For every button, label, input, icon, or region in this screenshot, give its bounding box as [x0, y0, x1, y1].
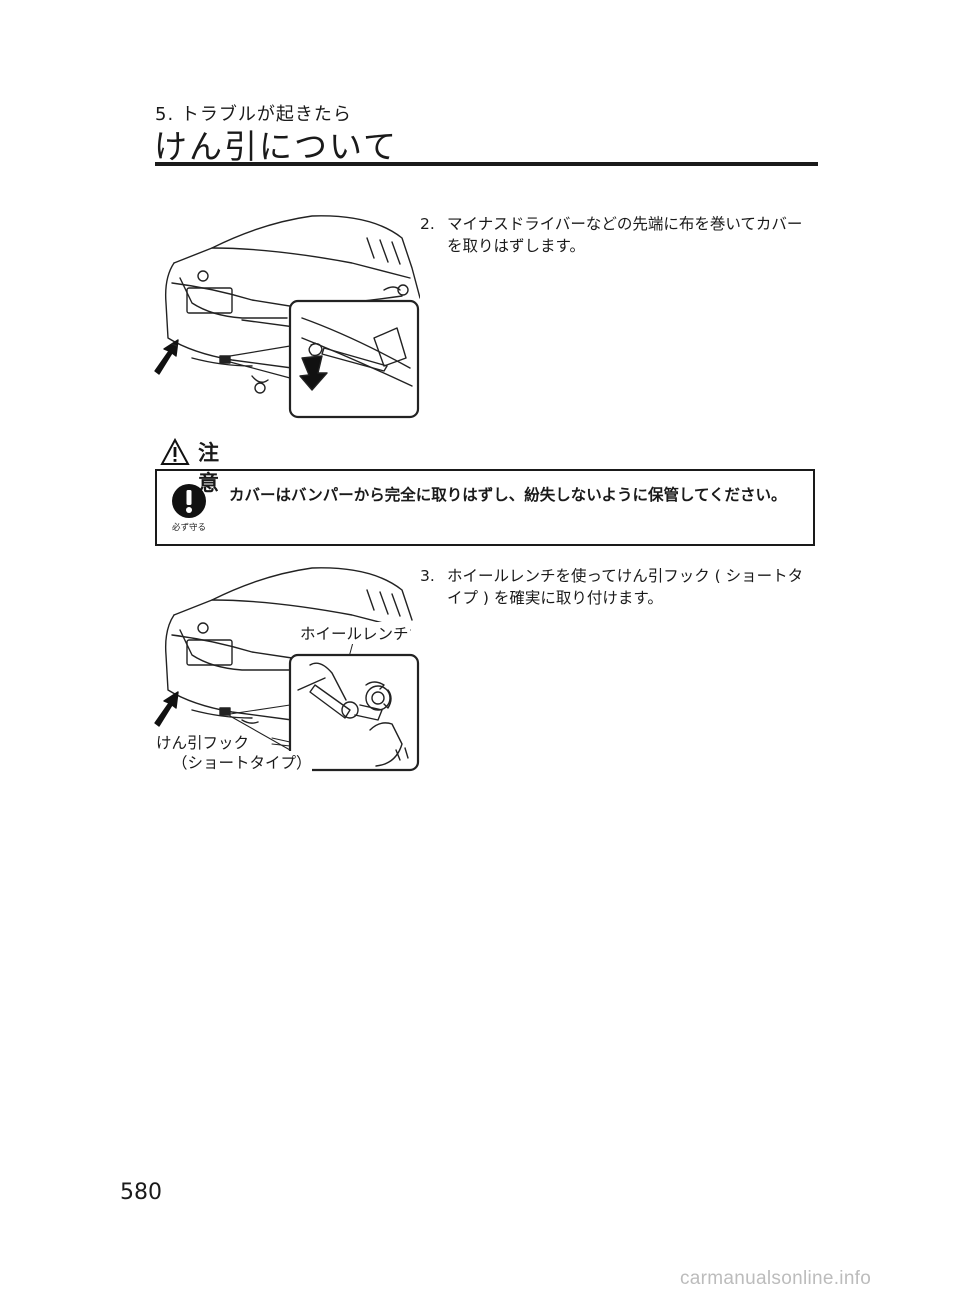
arrow-icon	[154, 339, 179, 375]
tow-hook-callout: けん引フック	[156, 731, 250, 753]
must-do-exclamation-icon	[172, 484, 206, 518]
tow-hook-type-callout: （ショートタイプ）	[172, 751, 312, 773]
cover-removal-illustration	[154, 215, 420, 419]
page-number: 580	[120, 1180, 162, 1205]
step-2: 2. マイナスドライバーなどの先端に布を巻いてカバーを取りはずします。	[420, 213, 820, 263]
caution-triangle-icon	[160, 438, 190, 465]
step-text: ホイールレンチを使ってけん引フック ( ショートタイプ ) を確実に取り付けます…	[447, 567, 804, 607]
step-3: 3. ホイールレンチを使ってけん引フック ( ショートタイプ ) を確実に取り付…	[420, 565, 820, 615]
caution-box: 必ず守る カバーはバンパーから完全に取りはずし、紛失しないように保管してください…	[155, 469, 815, 546]
wheel-wrench-callout: ホイールレンチ	[299, 622, 410, 644]
page-title: けん引について	[154, 127, 399, 166]
watermark: carmanualsonline.info	[680, 1268, 872, 1289]
must-do-label: 必ず守る	[171, 523, 206, 533]
section-label: 5. トラブルが起きたら	[155, 104, 352, 125]
tow-hook-installation-illustration	[154, 567, 420, 772]
step-number: 3.	[420, 567, 435, 585]
step-number: 2.	[420, 215, 435, 233]
arrow-icon	[154, 691, 179, 727]
title-rule	[155, 162, 818, 166]
caution-text: カバーはバンパーから完全に取りはずし、紛失しないように保管してください。	[229, 486, 787, 504]
step-text: マイナスドライバーなどの先端に布を巻いてカバーを取りはずします。	[447, 215, 803, 255]
caution-label: 注意	[198, 441, 219, 495]
